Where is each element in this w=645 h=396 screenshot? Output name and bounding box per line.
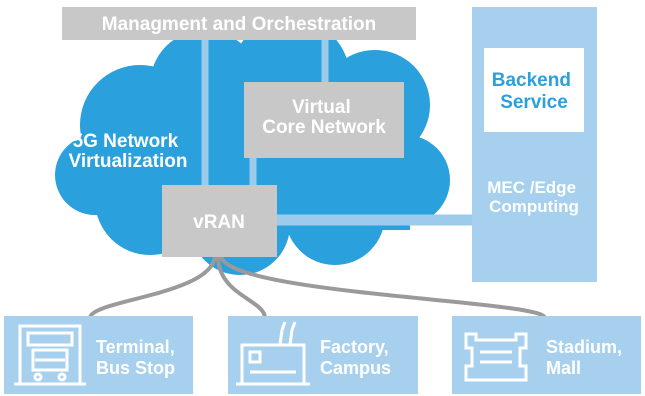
svg-text:Backend Service: Backend Service <box>492 70 576 113</box>
svg-text:Factory, Campus: Factory, Campus <box>320 337 394 378</box>
svg-text:MEC /Edge Computing: MEC /Edge Computing <box>487 178 581 216</box>
backend-service-box <box>484 48 584 132</box>
vran-label: vRAN <box>193 212 245 233</box>
stadium-icon <box>464 332 528 382</box>
backend-label-line2: Service <box>500 92 568 113</box>
site-link-factory <box>216 255 267 319</box>
site-terminal-line1: Terminal, <box>96 337 175 357</box>
backend-label-line1: Backend <box>492 70 571 91</box>
cloud-label-line1: 5G Network <box>73 131 179 152</box>
cloud-label-line2: Virtualization <box>69 151 188 172</box>
site-link-terminal <box>88 255 217 319</box>
site-links <box>88 255 547 320</box>
management-box <box>62 7 416 40</box>
core-label-line2: Core Network <box>262 117 386 138</box>
mec-label-line1: MEC /Edge <box>487 178 576 197</box>
site-factory: Factory, Campus <box>228 316 418 394</box>
core-network-box <box>244 82 404 158</box>
mec-label-line2: Computing <box>489 197 579 216</box>
site-terminal: Terminal, Bus Stop <box>4 316 193 394</box>
vran-box <box>162 185 277 257</box>
core-label-line1: Virtual <box>292 97 351 118</box>
site-stadium: Stadium, Mall <box>452 316 641 394</box>
management-label: Managment and Orchestration <box>102 14 377 35</box>
site-stadium-line1: Stadium, <box>546 337 622 357</box>
svg-text:Virtual Core Network: Virtual Core Network <box>262 97 386 138</box>
svg-text:Stadium, Mall: Stadium, Mall <box>546 337 627 378</box>
site-terminal-box <box>4 316 193 394</box>
site-link-stadium <box>219 255 547 320</box>
connectors <box>201 40 472 226</box>
svg-text:5G Network Virtualization: 5G Network Virtualization <box>69 131 188 172</box>
svg-text:Terminal, Bus Stop: Terminal, Bus Stop <box>96 337 180 378</box>
site-stadium-line2: Mall <box>546 358 581 378</box>
site-factory-line2: Campus <box>320 358 391 378</box>
site-terminal-line2: Bus Stop <box>96 358 175 378</box>
bus-terminal-icon <box>14 324 86 386</box>
site-factory-line1: Factory, <box>320 337 389 357</box>
factory-icon <box>236 321 310 386</box>
